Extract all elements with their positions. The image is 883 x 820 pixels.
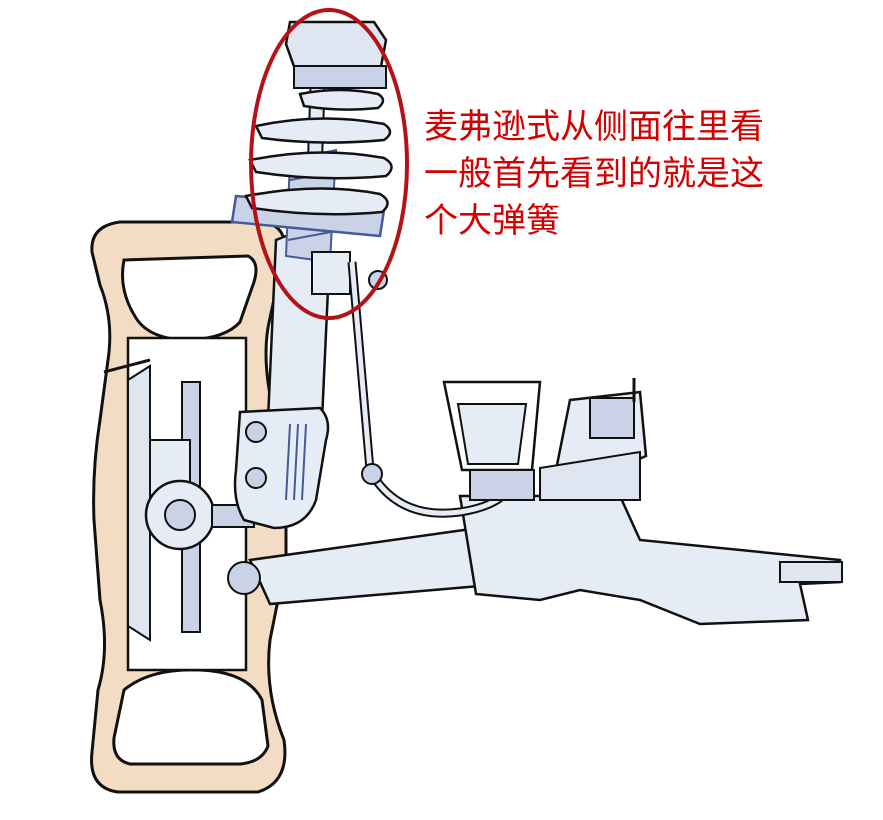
annotation-line-3: 个大弹簧	[424, 201, 560, 241]
ball-joint	[227, 561, 261, 595]
crossmember-tube	[779, 561, 843, 583]
stabilizer-joint	[361, 463, 383, 485]
annotation-text: 麦弗逊式从侧面往里看 一般首先看到的就是这 个大弹簧	[424, 104, 869, 245]
strut-highlight	[301, 423, 307, 501]
engine-mounts	[442, 378, 648, 501]
strut-clamp	[311, 251, 351, 295]
coil-spring	[244, 88, 393, 216]
knuckle-bolt-lower	[245, 467, 267, 489]
highlight-ellipse	[249, 8, 409, 320]
annotation-line-1: 麦弗逊式从侧面往里看	[424, 107, 764, 147]
annotation-line-2: 一般首先看到的就是这	[424, 154, 764, 194]
stabilizer-link-core	[349, 261, 373, 471]
spring-coil-2	[248, 151, 393, 180]
mount-base-right	[539, 450, 641, 501]
stabilizer-bar-core	[369, 472, 502, 516]
hub-center	[164, 499, 196, 531]
tire-inner-lower	[112, 668, 270, 766]
rim-flange	[127, 364, 151, 642]
wheel-assembly	[90, 220, 288, 794]
strut-highlight	[293, 423, 299, 501]
spring-coil-4	[298, 88, 385, 111]
tire-inner-upper	[121, 254, 258, 342]
subframe-body	[458, 494, 842, 626]
mount-base-left	[469, 469, 535, 501]
mount-pad-right	[589, 397, 635, 439]
subframe	[361, 463, 843, 626]
boot-fold	[287, 231, 332, 241]
knuckle-bolt-upper	[245, 421, 267, 443]
upper-spring-seat	[293, 65, 387, 89]
valve-stem	[103, 358, 151, 374]
strut-highlight	[285, 423, 291, 501]
mount-bracket-left-inner	[456, 403, 528, 465]
top-mount	[284, 20, 388, 74]
spring-coil-1	[254, 117, 392, 144]
spring-coil-3	[244, 187, 389, 216]
